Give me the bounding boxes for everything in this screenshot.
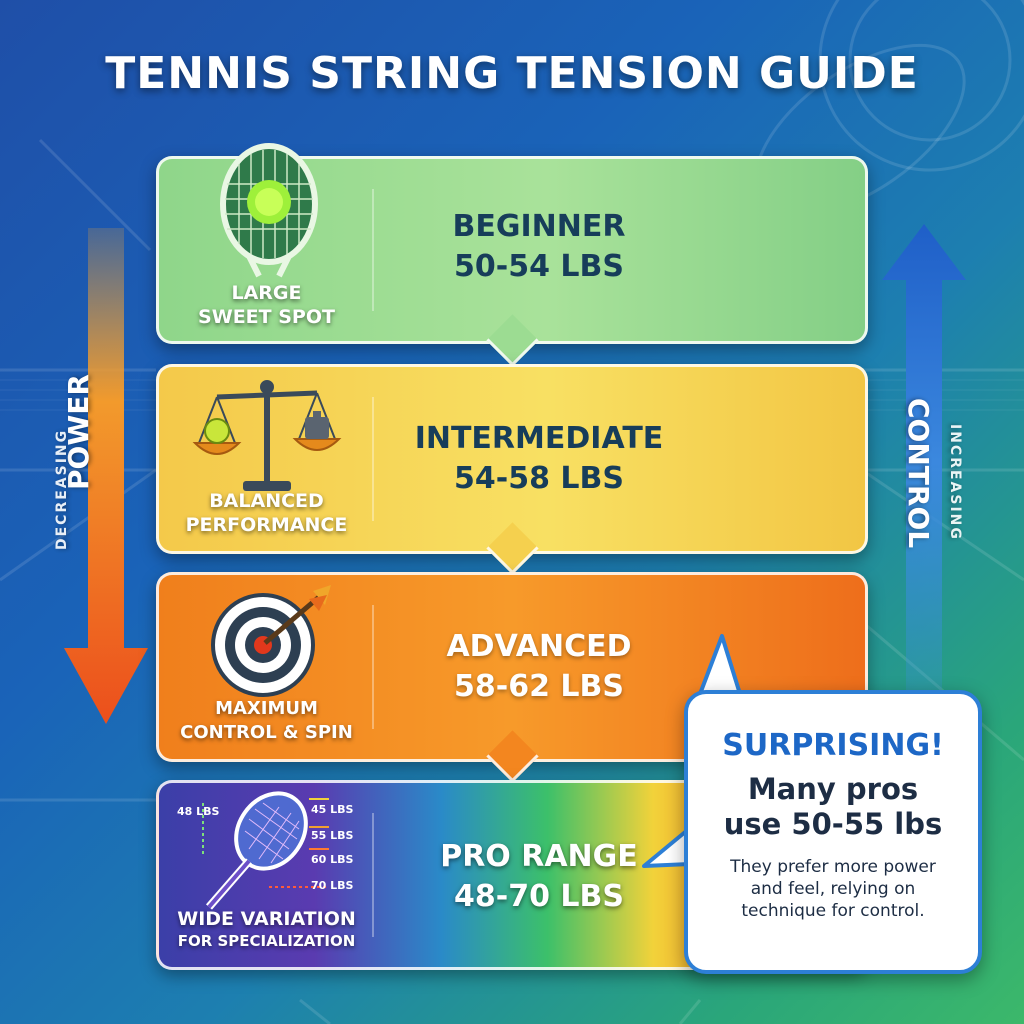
tier-caption-1: LARGE [231, 282, 302, 304]
decreasing-label: DECREASING [54, 428, 70, 550]
tier-caption-2: SWEET SPOT [198, 306, 335, 328]
tier-range: 48-70 LBS [454, 879, 624, 914]
tier-caption-1: BALANCED [209, 490, 324, 512]
range-label-55: 55 LBS [311, 829, 354, 842]
scale-icon [192, 380, 342, 491]
range-label-48: 48 LBS [177, 805, 220, 818]
tier-caption-1: MAXIMUM [215, 698, 318, 719]
callout-sub-line-3: technique for control. [741, 901, 925, 922]
range-label-60: 60 LBS [311, 853, 354, 866]
decreasing-power-arrow [64, 228, 148, 724]
tier-caption-2: CONTROL & SPIN [180, 722, 353, 743]
callout-sub-line-1: They prefer more power [730, 857, 936, 877]
callout-pointer [642, 634, 742, 868]
callout-headline: SURPRISING! [722, 728, 944, 763]
increasing-control-arrow [882, 224, 966, 700]
callout-sub-line-2: and feel, relying on [750, 879, 916, 900]
range-label-45: 45 LBS [311, 803, 354, 816]
tier-name: BEGINNER [452, 209, 626, 244]
tier-divider [372, 605, 374, 729]
tier-range: 50-54 LBS [454, 249, 624, 284]
tier-beginner: LARGE SWEET SPOT BEGINNER 50-54 LBS [156, 143, 868, 344]
callout-main-line-1: Many pros [747, 772, 919, 806]
tier-divider [372, 189, 374, 311]
target-icon [211, 585, 331, 697]
range-label-70: 70 LBS [311, 879, 354, 892]
callout-sub-text: They prefer more power and feel, relying… [698, 856, 968, 922]
surprising-callout: SURPRISING! Many pros use 50-55 lbs They… [684, 690, 982, 974]
tier-intermediate: BALANCED PERFORMANCE INTERMEDIATE 54-58 … [156, 364, 868, 554]
tier-divider [372, 813, 374, 937]
callout-main-text: Many pros use 50-55 lbs [688, 772, 978, 842]
callout-main-line-2: use 50-55 lbs [723, 806, 943, 841]
tier-caption-2: FOR SPECIALIZATION [177, 932, 356, 950]
tier-range: 58-62 LBS [454, 669, 624, 704]
tier-name: INTERMEDIATE [414, 421, 664, 456]
increasing-label: INCREASING [947, 424, 963, 541]
tier-caption-1: WIDE VARIATION [177, 908, 356, 930]
tier-range: 54-58 LBS [454, 461, 624, 496]
racket-range-icon [202, 791, 329, 910]
tier-name: ADVANCED [446, 629, 632, 664]
tier-name: PRO RANGE [440, 839, 638, 874]
page-title: TENNIS STRING TENSION GUIDE [105, 48, 919, 99]
racket-ball-icon [220, 143, 318, 278]
tier-caption-2: PERFORMANCE [185, 514, 348, 536]
control-axis-label: CONTROL [902, 398, 935, 549]
tier-divider [372, 397, 374, 521]
